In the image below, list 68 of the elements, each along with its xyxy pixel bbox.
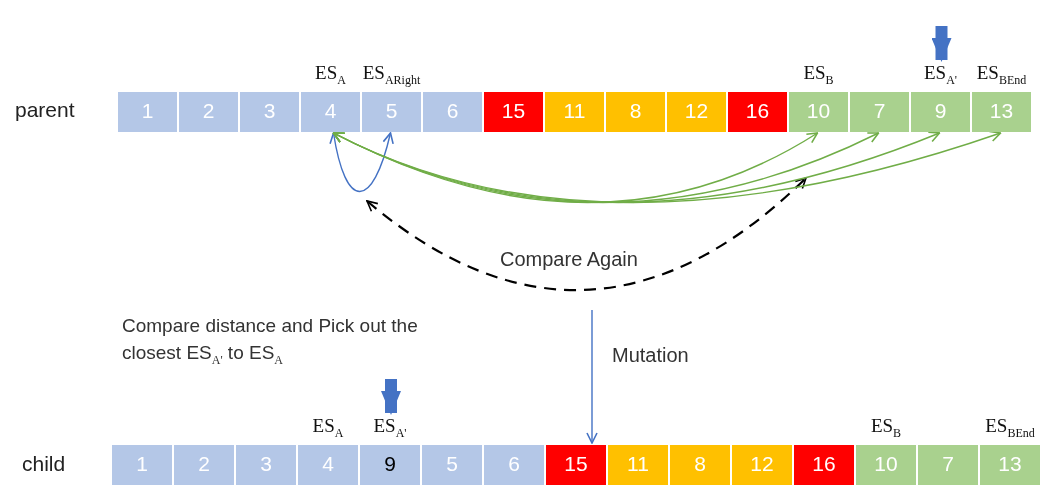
- index-label: ES$_{A}$: [315, 62, 346, 88]
- index-label: ES$_{B}$: [803, 62, 834, 88]
- array-cell: [732, 445, 794, 485]
- cell-number: 4: [321, 452, 335, 476]
- cell-number: 13: [988, 99, 1015, 123]
- array-cell: [240, 92, 301, 132]
- cell-number: 2: [201, 99, 216, 123]
- pointer-arrow: [381, 379, 401, 415]
- index-label: ES$_{BEnd}$: [976, 62, 1027, 88]
- array-cell: [667, 92, 728, 132]
- array-cell: [174, 445, 236, 485]
- cell-number: 8: [693, 452, 707, 476]
- cell-number: 3: [262, 99, 277, 123]
- array-cell: [484, 92, 545, 132]
- array-cell: [236, 445, 298, 485]
- cell-number: 15: [500, 99, 527, 123]
- array-cell: [546, 445, 608, 485]
- index-label: ES$_{A}$: [312, 415, 344, 441]
- arrow-label: Compare Again: [498, 248, 640, 271]
- array-cell: [918, 445, 980, 485]
- cell-number: 7: [941, 452, 955, 476]
- array-cell: [850, 92, 911, 132]
- array-cell: [794, 445, 856, 485]
- cell-number: 6: [445, 99, 460, 123]
- cell-number: 10: [873, 452, 899, 476]
- cell-number: 4: [323, 99, 338, 123]
- cell-number: 2: [197, 452, 211, 476]
- curved-arrow: [586, 309, 598, 444]
- array-cell: [608, 445, 670, 485]
- array-cell: [423, 92, 484, 132]
- cell-number: 5: [445, 452, 459, 476]
- cell-number: 9: [383, 452, 397, 476]
- index-label: ES$_{ARight}$: [362, 62, 421, 88]
- curved-arrow: [329, 132, 394, 193]
- array-cell: [484, 445, 546, 485]
- cell-number: 7: [872, 99, 887, 123]
- index-label: ES$_{A'}$: [373, 415, 407, 441]
- cell-number: 6: [507, 452, 521, 476]
- cell-number: 5: [384, 99, 399, 123]
- row-label: child: [22, 452, 66, 476]
- array-cell: [606, 92, 667, 132]
- note-text: Compare distance and Pick out the closest ES$_{A'}$ to ES$_{A}$: [122, 314, 419, 369]
- cell-number: 9: [933, 99, 948, 123]
- cell-number: 11: [562, 99, 587, 123]
- cell-number: 16: [744, 99, 771, 123]
- cell-number: 16: [811, 452, 837, 476]
- cell-number: 13: [997, 452, 1023, 476]
- cell-number: 12: [683, 99, 710, 123]
- cell-number: 3: [259, 452, 273, 476]
- index-label: ES$_{BEnd}$: [985, 415, 1035, 441]
- cell-number: 11: [626, 452, 650, 476]
- cell-number: 15: [563, 452, 589, 476]
- row-label: parent: [15, 98, 75, 122]
- array-cell: [112, 445, 174, 485]
- cell-number: 1: [140, 99, 155, 123]
- index-label: ES$_{A'}$: [924, 62, 957, 88]
- cell-number: 10: [805, 99, 832, 123]
- array-cell: [670, 445, 732, 485]
- array-cell: [422, 445, 484, 485]
- cell-number: 12: [749, 452, 775, 476]
- array-cell: [728, 92, 789, 132]
- array-cell: [545, 92, 606, 132]
- index-label: ES$_{B}$: [870, 415, 902, 441]
- array-cell: [118, 92, 179, 132]
- array-cell: [179, 92, 240, 132]
- pointer-arrow: [931, 26, 952, 62]
- cell-number: 8: [628, 99, 643, 123]
- cell-number: 1: [135, 452, 149, 476]
